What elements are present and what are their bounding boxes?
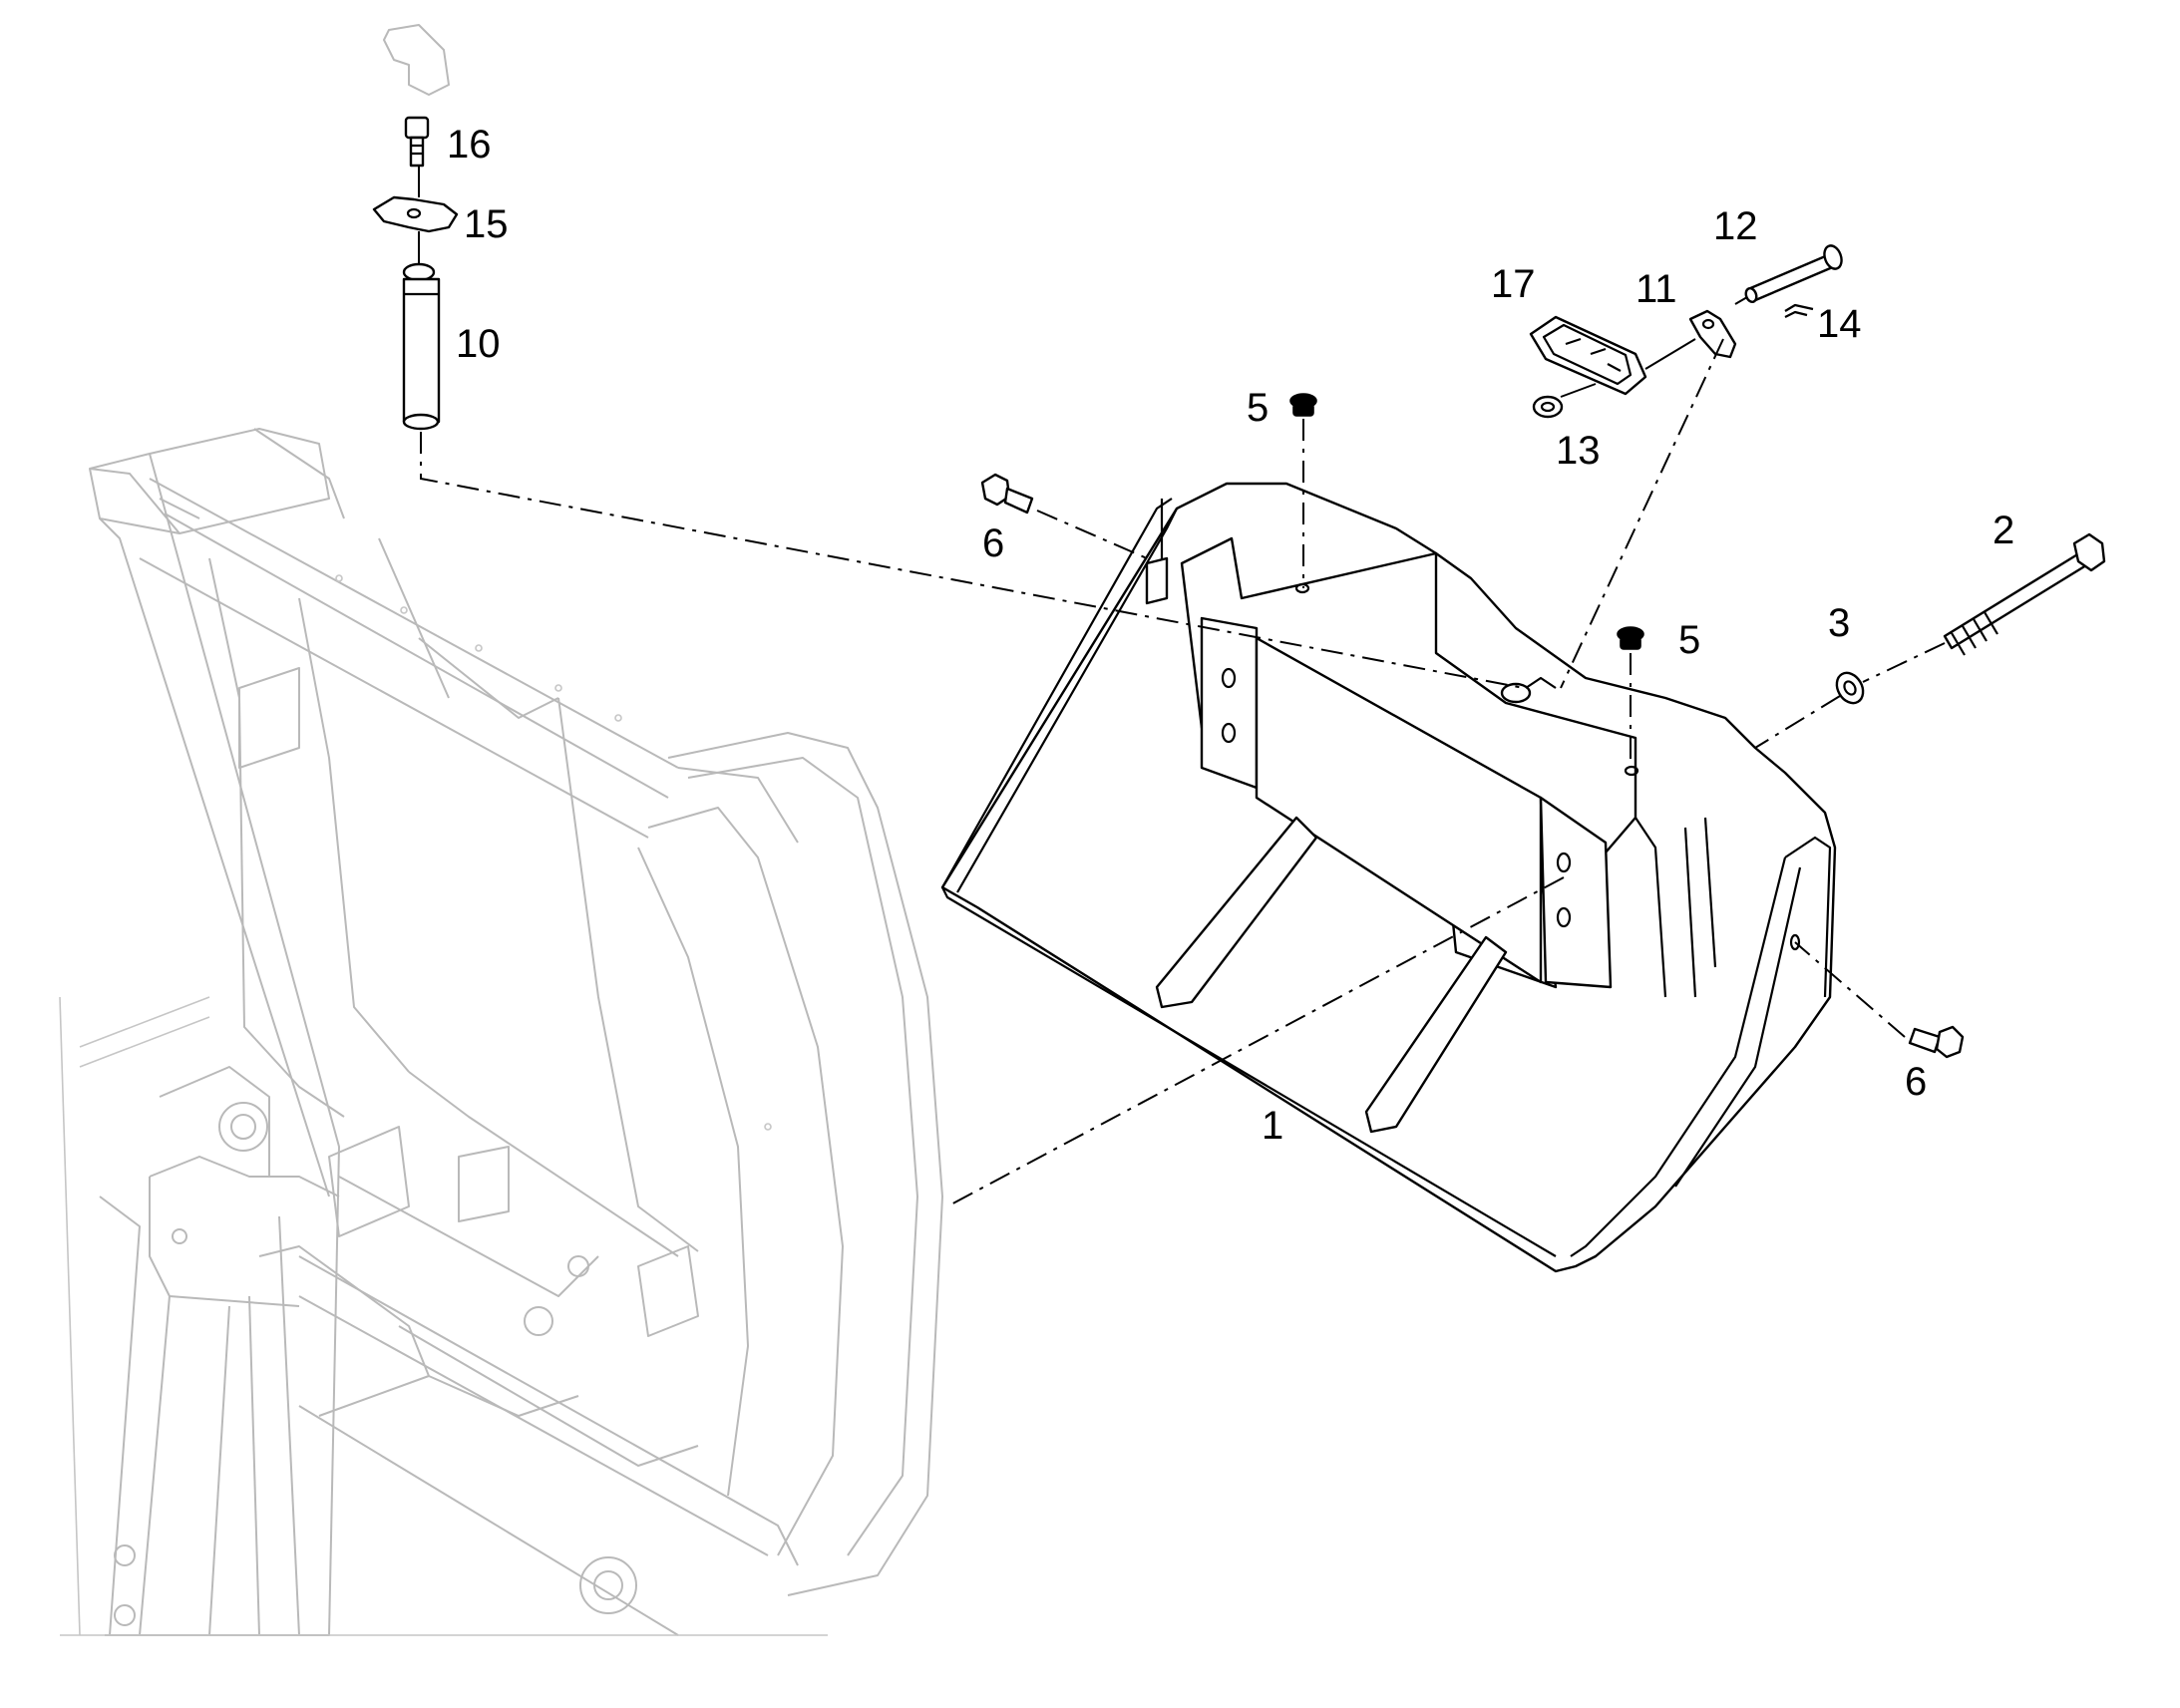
callout-10: 10 <box>456 322 501 366</box>
callout-5-right: 5 <box>1678 618 1700 662</box>
plug-part-5-left <box>1289 393 1317 417</box>
callout-1: 1 <box>1262 1104 1283 1148</box>
clip-part-14 <box>1784 303 1814 318</box>
chain-part-17 <box>1529 315 1647 396</box>
pin-part-10 <box>402 262 441 431</box>
callout-6-left: 6 <box>982 521 1004 565</box>
callout-labels: 16 15 10 12 17 11 14 13 5 5 6 6 2 3 1 <box>447 123 2014 1148</box>
callout-15: 15 <box>464 202 509 246</box>
bolt-part-2 <box>1943 532 2106 656</box>
bracket-part-1 <box>940 482 1837 1273</box>
callout-2: 2 <box>1993 509 2014 552</box>
callout-16: 16 <box>447 123 492 167</box>
plate-part-15 <box>372 195 459 233</box>
washer-part-3 <box>1835 671 1865 705</box>
callout-14: 14 <box>1817 302 1862 346</box>
leader-lines <box>418 166 1946 1207</box>
callout-5-left: 5 <box>1247 386 1269 430</box>
bolt-part-6-right <box>1908 1025 1965 1059</box>
machine-frame <box>59 428 943 1636</box>
plug-part-5-right <box>1617 626 1644 650</box>
callout-12: 12 <box>1713 204 1758 248</box>
lever-part-11 <box>1688 309 1737 359</box>
callout-6-right: 6 <box>1905 1060 1927 1104</box>
pin-part-12 <box>1744 244 1843 303</box>
ring-part-13 <box>1532 395 1564 419</box>
bolt-part-16 <box>404 116 430 168</box>
callout-11: 11 <box>1635 267 1677 311</box>
bolt-part-6-left <box>980 473 1034 514</box>
handle-ghost <box>383 24 450 96</box>
callout-17: 17 <box>1491 262 1536 306</box>
callout-3: 3 <box>1828 601 1850 645</box>
callout-13: 13 <box>1556 429 1601 473</box>
